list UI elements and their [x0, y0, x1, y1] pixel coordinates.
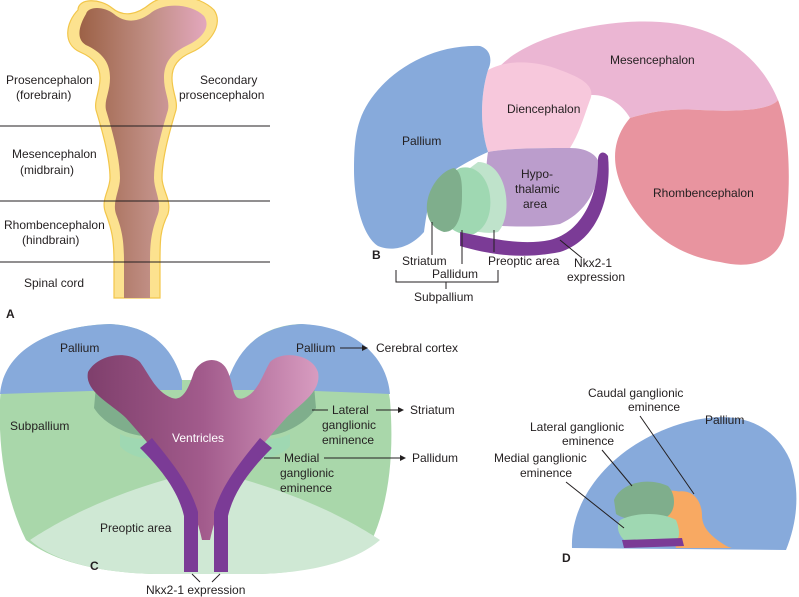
label-striatum: Striatum	[410, 403, 455, 417]
arrow-head	[398, 407, 404, 413]
panel-b: Pallium Diencephalon Mesencephalon Rhomb…	[354, 21, 789, 304]
label-forebrain: (forebrain)	[16, 88, 71, 102]
label-pallium: Pallium	[402, 134, 441, 148]
leader-line	[601, 449, 633, 487]
label-cge-1: Caudal ganglionic	[588, 386, 683, 400]
label-lge-1: Lateral	[332, 403, 369, 417]
label-mesencephalon: Mesencephalon	[610, 53, 695, 67]
region-mge	[617, 514, 679, 540]
region-cge-main	[662, 490, 732, 548]
region-nkx-right	[214, 438, 272, 572]
neural-tube-lumen	[79, 5, 207, 298]
label-pallium-right: Pallium	[296, 341, 335, 355]
label-secondary-prosencephalon: prosencephalon	[179, 88, 264, 102]
panel-d: Caudal ganglionic eminence Lateral gangl…	[494, 386, 797, 565]
subpallium-bracket	[395, 270, 499, 283]
label-preoptic-area: Preoptic area	[488, 254, 560, 268]
leader-line	[191, 573, 201, 583]
label-midbrain: (midbrain)	[20, 163, 74, 177]
panel-c: Pallium Pallium Cerebral cortex Subpalli…	[0, 324, 458, 597]
label-nkx-expression: expression	[567, 270, 625, 284]
leader-line	[559, 239, 583, 259]
label-pallidum: Pallidum	[412, 451, 458, 465]
label-ventricles: Ventricles	[172, 431, 224, 445]
leader-line	[639, 415, 695, 495]
label-nkx-expression: Nkx2-1 expression	[146, 583, 245, 597]
region-lge	[614, 481, 674, 521]
panel-letter-a: A	[6, 307, 15, 321]
region-nkx-expression	[460, 152, 609, 256]
label-mge-2: eminence	[520, 466, 572, 480]
panel-letter-c: C	[90, 559, 99, 573]
region-pallium	[354, 45, 491, 249]
label-mge-1: Medial	[284, 451, 319, 465]
leader-line	[211, 573, 221, 583]
arrow-head	[362, 345, 368, 351]
label-cge-2: eminence	[628, 400, 680, 414]
label-lge-2: eminence	[562, 434, 614, 448]
panel-letter-b: B	[372, 248, 381, 262]
label-striatum: Striatum	[402, 254, 447, 268]
panel-letter-d: D	[562, 551, 571, 565]
label-lge-2: ganglionic	[322, 418, 376, 432]
region-rhombencephalon	[615, 100, 789, 265]
label-pallium-left: Pallium	[60, 341, 99, 355]
label-secondary: Secondary	[200, 73, 257, 87]
region-hypothalamus	[486, 148, 600, 227]
label-preoptic-area: Preoptic area	[100, 521, 172, 535]
panel-a: Prosencephalon (forebrain) Secondary pro…	[0, 0, 270, 321]
label-prosencephalon: Prosencephalon	[6, 73, 93, 87]
label-lge-1: Lateral ganglionic	[530, 420, 624, 434]
arrow-head	[400, 455, 406, 461]
label-hypothalamic-2: thalamic	[515, 182, 560, 196]
region-nkx	[622, 538, 684, 548]
label-diencephalon: Diencephalon	[507, 102, 580, 116]
region-ventricles	[87, 355, 319, 540]
label-nkx: Nkx2-1	[574, 256, 612, 270]
label-cerebral-cortex: Cerebral cortex	[376, 341, 458, 355]
label-spinal-cord: Spinal cord	[24, 276, 84, 290]
label-pallium: Pallium	[705, 413, 744, 427]
region-striatum	[426, 168, 462, 232]
label-lge-3: eminence	[322, 433, 374, 447]
label-rhombencephalon: Rhombencephalon	[653, 186, 754, 200]
label-subpallium: Subpallium	[10, 419, 69, 433]
label-mesencephalon: Mesencephalon	[12, 147, 97, 161]
leader-line	[565, 481, 625, 529]
label-mge-1: Medial ganglionic	[494, 451, 587, 465]
label-hypothalamic-1: Hypo-	[521, 167, 553, 181]
region-nkx-left	[140, 438, 198, 572]
label-hypothalamic-3: area	[523, 197, 547, 211]
label-subpallium: Subpallium	[414, 290, 473, 304]
label-rhombencephalon: Rhombencephalon	[4, 218, 105, 232]
label-mge-2: ganglionic	[280, 466, 334, 480]
region-diencephalon	[482, 62, 592, 152]
label-pallidum: Pallidum	[432, 267, 478, 281]
label-hindbrain: (hindbrain)	[22, 233, 79, 247]
label-mge-3: eminence	[280, 481, 332, 495]
